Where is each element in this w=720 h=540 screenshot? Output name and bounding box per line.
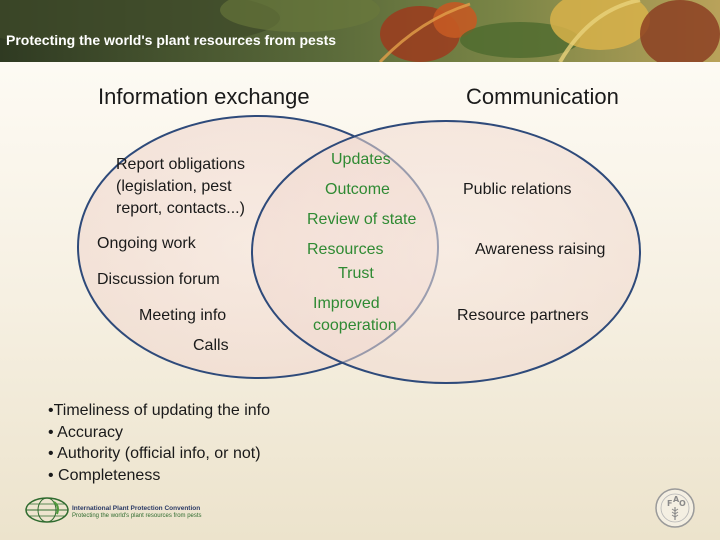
fao-emblem-icon: F A O xyxy=(654,487,696,529)
label-updates: Updates xyxy=(331,149,391,170)
svg-text:O: O xyxy=(679,499,686,508)
label-resource-partners: Resource partners xyxy=(457,305,589,326)
label-trust: Trust xyxy=(338,263,374,284)
label-discussion-forum: Discussion forum xyxy=(97,269,220,290)
footer-org-name: International Plant Protection Conventio… xyxy=(72,505,200,512)
label-meeting-info: Meeting info xyxy=(139,305,226,326)
label-outcome: Outcome xyxy=(325,179,390,200)
label-legislation-pest: (legislation, pest xyxy=(116,176,232,197)
label-cooperation: cooperation xyxy=(313,315,397,336)
label-report-contacts: report, contacts...) xyxy=(116,198,245,219)
list-item: • Completeness xyxy=(48,465,270,487)
label-report-obligations: Report obligations xyxy=(116,154,245,175)
list-item: •Timeliness of updating the info xyxy=(48,400,270,422)
label-public-relations: Public relations xyxy=(463,179,572,200)
label-awareness-raising: Awareness raising xyxy=(475,239,605,260)
ippc-globe-icon xyxy=(24,496,70,524)
criteria-list: •Timeliness of updating the info • Accur… xyxy=(48,400,270,486)
label-calls: Calls xyxy=(193,335,229,356)
label-review-of-state: Review of state xyxy=(307,209,416,230)
svg-text:F: F xyxy=(667,499,672,508)
footer-tagline: Protecting the world's plant resources f… xyxy=(72,513,202,519)
list-item: • Authority (official info, or not) xyxy=(48,443,270,465)
label-improved: Improved xyxy=(313,293,380,314)
label-resources: Resources xyxy=(307,239,383,260)
label-ongoing-work: Ongoing work xyxy=(97,233,196,254)
list-item: • Accuracy xyxy=(48,422,270,444)
